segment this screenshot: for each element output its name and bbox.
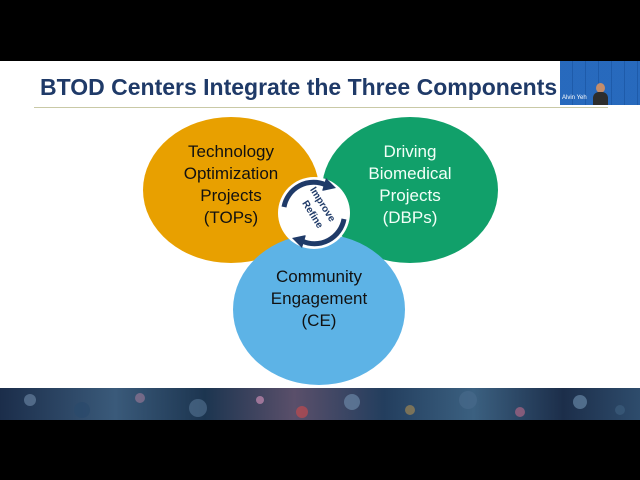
title-underline	[34, 107, 608, 108]
participant-video-tile[interactable]: Alvin Yeh	[560, 61, 640, 105]
presentation-slide: BTOD Centers Integrate the Three Compone…	[0, 61, 640, 420]
ce-circle: Community Engagement (CE)	[233, 234, 405, 385]
slide-title: BTOD Centers Integrate the Three Compone…	[40, 74, 558, 100]
participant-avatar	[593, 83, 608, 105]
dbps-label: Driving Biomedical Projects (DBPs)	[368, 142, 452, 227]
ce-label: Community Engagement (CE)	[270, 266, 368, 330]
participant-name: Alvin Yeh	[562, 95, 587, 101]
footer-microscopy-banner	[0, 388, 640, 420]
tops-label: Technology Optimization Projects (TOPs)	[183, 142, 279, 227]
refine-improve-cycle-icon: Refine Improve	[278, 177, 350, 249]
dbps-circle: Driving Biomedical Projects (DBPs)	[322, 117, 498, 263]
footer-texture	[24, 391, 625, 418]
